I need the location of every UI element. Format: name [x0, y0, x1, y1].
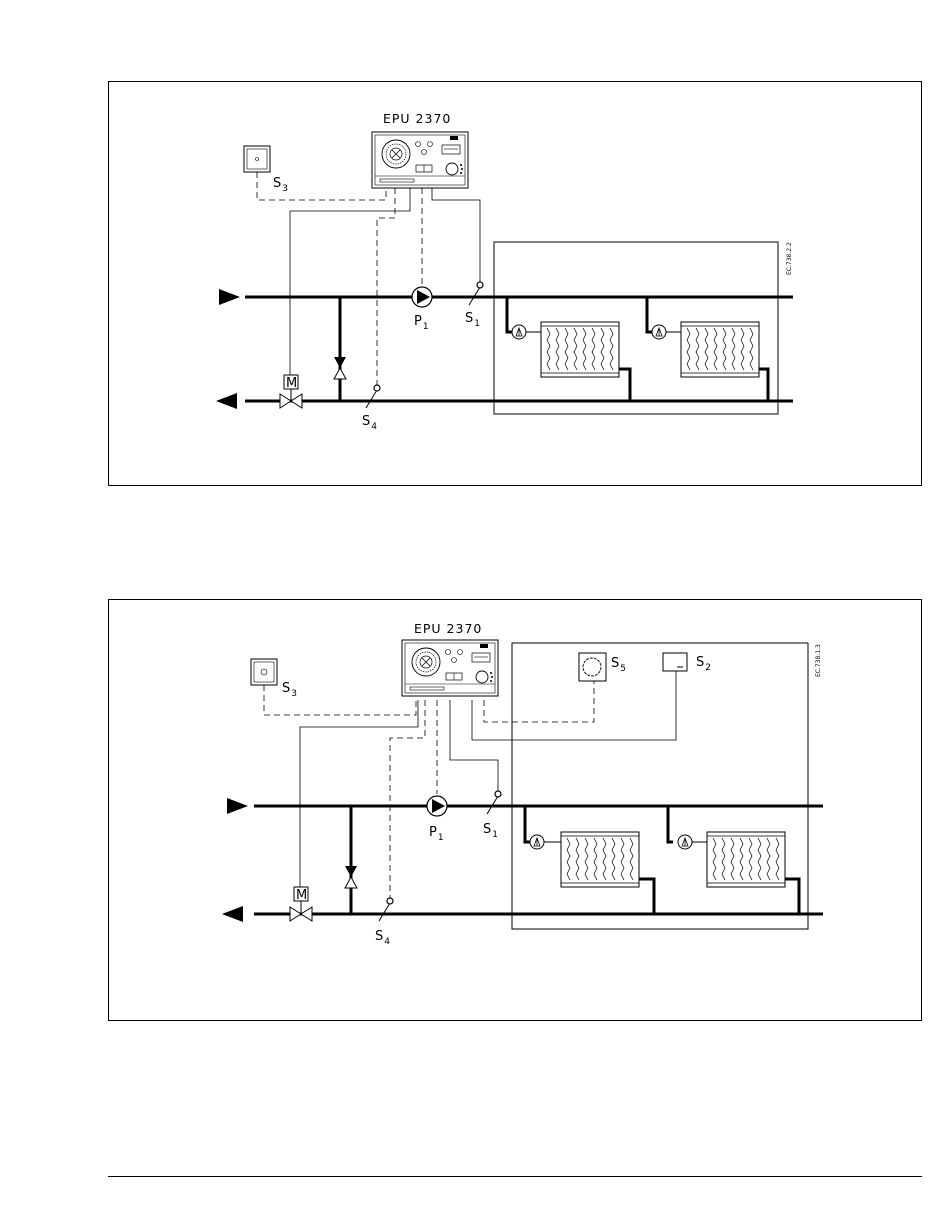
return-arrow-icon-2: [222, 906, 243, 922]
controller-box: [372, 132, 468, 188]
diagram-1: EPU 2370 S3 EC.738.2.2 M P1: [216, 111, 793, 432]
s4-label-2: S4: [375, 929, 390, 947]
s3-label: S3: [273, 176, 288, 194]
supply-arrow-icon: [219, 289, 240, 305]
svg-text:M: M: [286, 376, 297, 391]
svg-text:M: M: [296, 888, 307, 903]
check-valve-icon: [334, 357, 346, 368]
supply-sensor-s1: [477, 282, 483, 288]
drawing-code-2: EC.738.1.3: [815, 644, 822, 677]
radiator-3: [561, 832, 639, 887]
controller-label-2: EPU 2370: [414, 621, 482, 636]
s3-label-2: S3: [282, 681, 297, 699]
outdoor-sensor-s3-2: [251, 659, 277, 685]
radiator-4: [707, 832, 785, 887]
s2-label: S2: [696, 655, 711, 673]
return-sensor-s4: [374, 385, 380, 391]
diagram-2: EPU 2370 S3 EC.738.1.3 S5 S2: [222, 621, 823, 947]
s1-label-2: S1: [483, 822, 498, 840]
s1-label: S1: [465, 311, 480, 329]
supply-arrow-icon-2: [227, 798, 248, 814]
p1-label-2: P1: [429, 825, 444, 843]
radiator-2: [681, 322, 759, 377]
s4-label: S4: [362, 414, 377, 432]
footer-rule: [108, 1176, 922, 1177]
controller-box-2: [402, 640, 498, 696]
controller-label: EPU 2370: [383, 111, 451, 126]
s5-label: S5: [611, 656, 626, 674]
room-sensor-s2: [663, 653, 687, 671]
return-sensor-s4-2: [387, 898, 393, 904]
p1-label: P1: [414, 314, 429, 332]
return-arrow-icon: [216, 393, 237, 409]
radiator-1: [541, 322, 619, 377]
outdoor-sensor-s3: [244, 146, 270, 172]
check-valve-icon-2: [345, 866, 357, 877]
drawing-code: EC.738.2.2: [786, 242, 793, 275]
supply-sensor-s1-2: [495, 791, 501, 797]
